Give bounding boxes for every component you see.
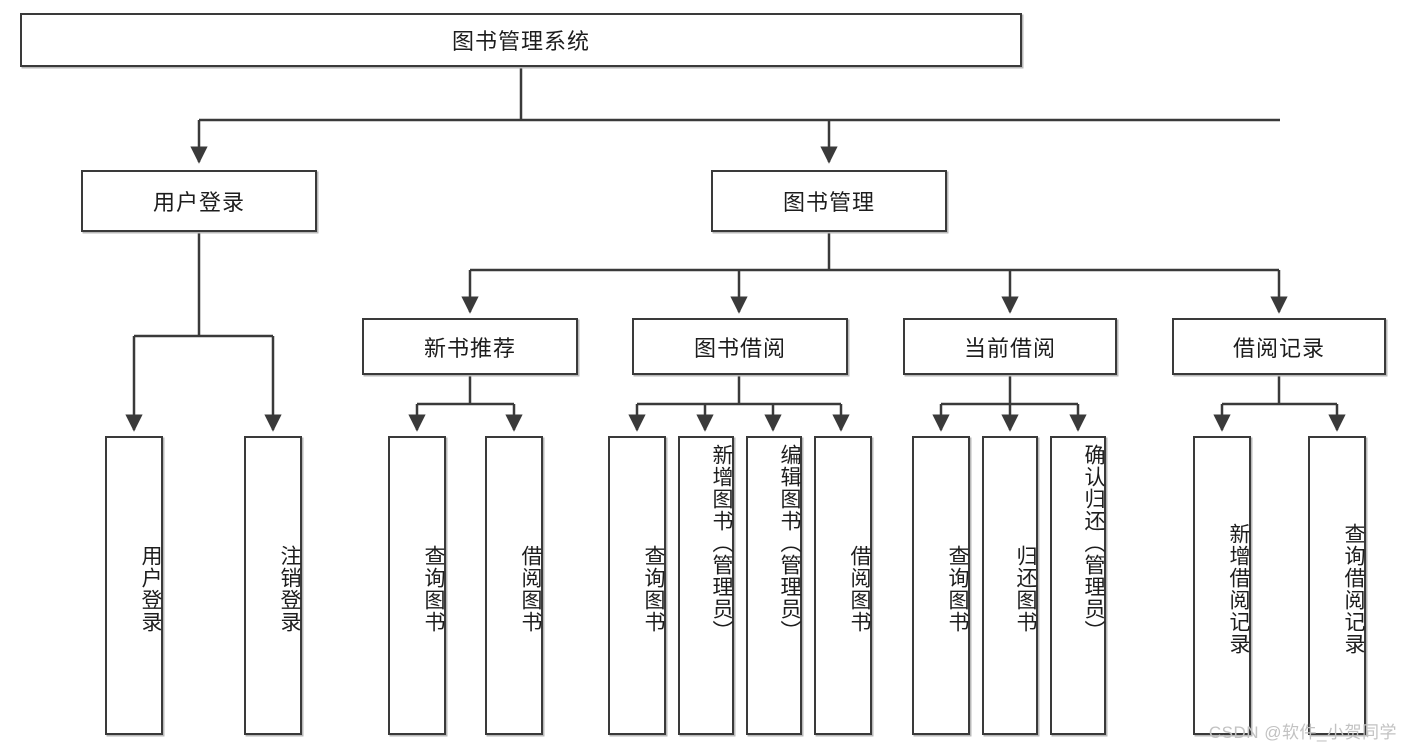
leaf-search-book-recommend-label: 查询图书: [422, 544, 445, 633]
leaf-borrow-book-borrow-label: 借阅图书: [848, 544, 871, 633]
leaf-return-book-label: 归还图书: [1014, 544, 1037, 633]
leaf-search-book-borrow[interactable]: 查询图书: [608, 436, 666, 735]
leaf-search-book-current[interactable]: 查询图书: [912, 436, 970, 735]
leaf-edit-book-admin-label: 编辑图书（管理员）: [778, 444, 801, 642]
leaf-return-book[interactable]: 归还图书: [982, 436, 1038, 735]
leaf-borrow-book-recommend[interactable]: 借阅图书: [485, 436, 543, 735]
node-borrow-record[interactable]: 借阅记录: [1172, 318, 1386, 375]
leaf-logout[interactable]: 注销登录: [244, 436, 302, 735]
leaf-search-book-recommend[interactable]: 查询图书: [388, 436, 446, 735]
node-book-management[interactable]: 图书管理: [711, 170, 947, 232]
node-book-management-label: 图书管理: [782, 190, 875, 215]
leaf-edit-book-admin[interactable]: 编辑图书（管理员）: [746, 436, 802, 735]
leaf-confirm-return-admin[interactable]: 确认归还（管理员）: [1050, 436, 1106, 735]
node-borrow-record-label: 借阅记录: [1232, 335, 1325, 361]
node-book-borrow-label: 图书借阅: [693, 335, 786, 361]
leaf-add-borrow-record-label: 新增借阅记录: [1227, 522, 1250, 655]
leaf-search-borrow-record-label: 查询借阅记录: [1342, 522, 1365, 655]
leaf-add-book-admin[interactable]: 新增图书（管理员）: [678, 436, 734, 735]
node-user-login-label: 用户登录: [152, 190, 245, 215]
node-new-book-recommend-label: 新书推荐: [423, 335, 516, 361]
leaf-borrow-book-recommend-label: 借阅图书: [519, 544, 542, 633]
watermark: CSDN @软件_小贺同学: [1208, 723, 1397, 742]
leaf-confirm-return-admin-label: 确认归还（管理员）: [1082, 444, 1105, 642]
leaf-user-login[interactable]: 用户登录: [105, 436, 163, 735]
leaf-search-borrow-record[interactable]: 查询借阅记录: [1308, 436, 1366, 735]
leaf-user-login-label: 用户登录: [139, 544, 162, 633]
node-root[interactable]: 图书管理系统: [20, 13, 1022, 67]
leaf-logout-label: 注销登录: [278, 544, 301, 633]
leaf-search-book-borrow-label: 查询图书: [642, 544, 665, 633]
leaf-borrow-book-borrow[interactable]: 借阅图书: [814, 436, 872, 735]
leaf-search-book-current-label: 查询图书: [946, 544, 969, 633]
node-current-borrow[interactable]: 当前借阅: [903, 318, 1117, 375]
node-current-borrow-label: 当前借阅: [963, 335, 1056, 361]
leaf-add-book-admin-label: 新增图书（管理员）: [710, 444, 733, 642]
node-book-borrow[interactable]: 图书借阅: [632, 318, 848, 375]
node-root-label: 图书管理系统: [451, 29, 590, 54]
node-user-login[interactable]: 用户登录: [81, 170, 317, 232]
leaf-add-borrow-record[interactable]: 新增借阅记录: [1193, 436, 1251, 735]
node-new-book-recommend[interactable]: 新书推荐: [362, 318, 578, 375]
